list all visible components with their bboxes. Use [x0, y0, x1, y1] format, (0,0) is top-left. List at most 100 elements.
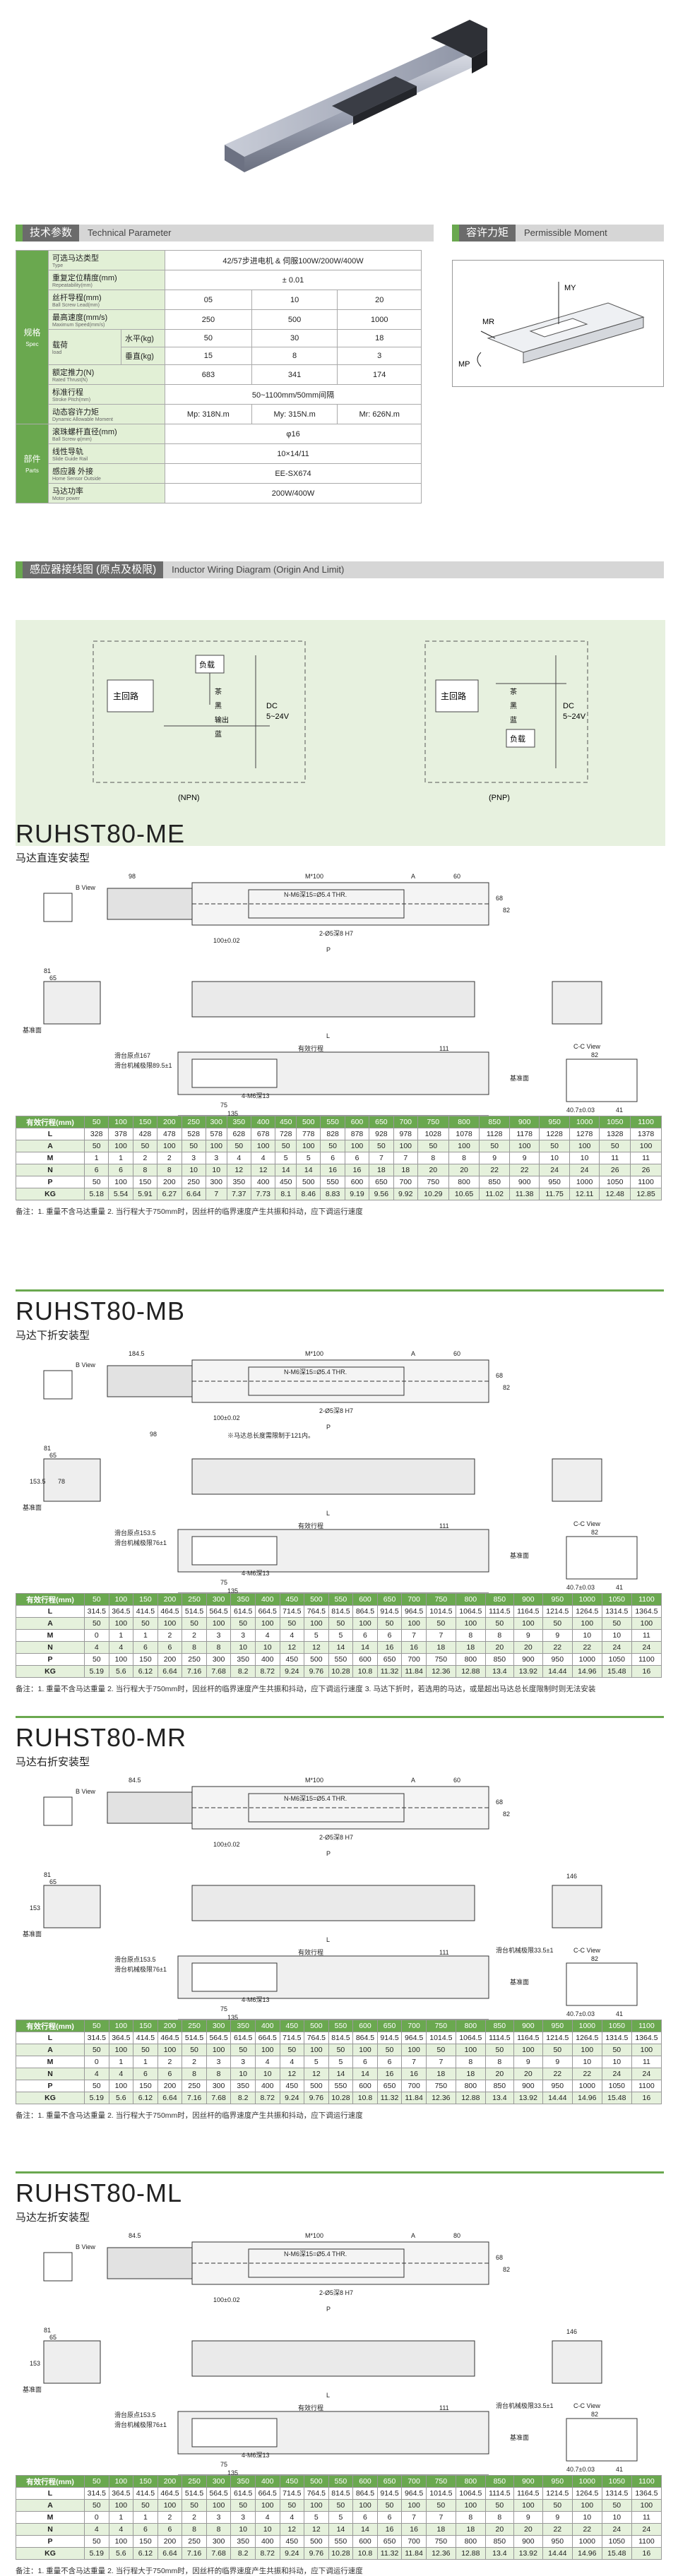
svg-text:81: 81 — [44, 1445, 51, 1452]
svg-text:65: 65 — [49, 974, 56, 982]
moment-diagram: MY MR MP — [452, 260, 664, 387]
svg-text:滑台机械极限76±1: 滑台机械极限76±1 — [114, 1539, 167, 1546]
svg-text:40.7±0.03: 40.7±0.03 — [566, 1584, 595, 1591]
svg-text:A: A — [411, 2232, 415, 2239]
svg-text:68: 68 — [496, 2254, 503, 2261]
svg-text:75: 75 — [220, 2461, 227, 2468]
svg-text:153: 153 — [30, 2360, 40, 2367]
svg-text:有效行程: 有效行程 — [298, 2404, 323, 2411]
product-hero-image — [225, 20, 487, 172]
moment-label-mr: MR — [482, 318, 494, 326]
svg-text:2-Ø5深8 H7: 2-Ø5深8 H7 — [319, 1407, 353, 1414]
svg-text:2-Ø5深8 H7: 2-Ø5深8 H7 — [319, 1834, 353, 1841]
svg-text:C-C View: C-C View — [573, 1043, 600, 1050]
svg-text:68: 68 — [496, 895, 503, 902]
svg-text:41: 41 — [616, 1107, 623, 1114]
svg-text:82: 82 — [503, 1384, 510, 1391]
svg-text:滑台原点153.5: 滑台原点153.5 — [114, 2411, 156, 2419]
svg-text:N-M6深15=Ø5.4 THR.: N-M6深15=Ø5.4 THR. — [284, 891, 347, 898]
moment-label-my: MY — [564, 284, 576, 292]
svg-text:有效行程: 有效行程 — [298, 1522, 323, 1530]
svg-text:60: 60 — [453, 873, 460, 880]
svg-text:DC: DC — [563, 702, 574, 710]
divider — [16, 2171, 664, 2174]
model-subtitle: 马达直连安装型 — [16, 852, 90, 864]
svg-text:2-Ø5深8 H7: 2-Ø5深8 H7 — [319, 2289, 353, 2296]
wiring-diagrams: 主回路 负载 茶 黑 输出 蓝 DC 5~24V (NPN) 主回路 负载 茶 … — [16, 620, 665, 846]
svg-text:184.5: 184.5 — [129, 1350, 145, 1357]
svg-text:基准面: 基准面 — [23, 1503, 42, 1511]
svg-text:B View: B View — [76, 2243, 95, 2250]
npn-diagram: 主回路 负载 茶 黑 输出 蓝 DC 5~24V (NPN) — [93, 640, 306, 802]
svg-text:蓝: 蓝 — [215, 730, 222, 739]
svg-text:40.7±0.03: 40.7±0.03 — [566, 2466, 595, 2473]
svg-text:P: P — [326, 2306, 331, 2313]
svg-text:L: L — [326, 1510, 330, 1517]
svg-text:C-C View: C-C View — [573, 1520, 600, 1527]
model-subtitle: 马达下折安装型 — [16, 1330, 90, 1342]
svg-text:82: 82 — [591, 1529, 598, 1536]
svg-text:5~24V: 5~24V — [266, 712, 290, 721]
svg-text:82: 82 — [503, 2266, 510, 2273]
svg-text:98: 98 — [129, 873, 136, 880]
pnp-label: (PNP) — [489, 794, 510, 802]
svg-text:※马达总长度需限制于121内。: ※马达总长度需限制于121内。 — [227, 1431, 314, 1439]
svg-text:基准面: 基准面 — [510, 1978, 529, 1986]
svg-text:111: 111 — [439, 1949, 449, 1956]
svg-text:主回路: 主回路 — [113, 691, 138, 701]
svg-text:135: 135 — [227, 2014, 238, 2021]
svg-text:黑: 黑 — [215, 702, 222, 710]
svg-text:4-M6深13: 4-M6深13 — [242, 1996, 270, 2003]
svg-text:茶: 茶 — [215, 687, 222, 696]
table-note: 备注：1. 重量不含马达重量 2. 当行程大于750mm时，因丝杆的临界速度产生… — [16, 1685, 596, 1693]
svg-text:负载: 负载 — [510, 734, 525, 744]
svg-text:153: 153 — [30, 1904, 40, 1912]
svg-text:L: L — [326, 2392, 330, 2399]
svg-text:135: 135 — [227, 1587, 238, 1594]
svg-text:111: 111 — [439, 2404, 449, 2411]
svg-text:146: 146 — [566, 1873, 577, 1880]
svg-text:B View: B View — [76, 1788, 95, 1795]
svg-text:65: 65 — [49, 1452, 56, 1459]
svg-text:C-C View: C-C View — [573, 1947, 600, 1954]
svg-text:82: 82 — [503, 1811, 510, 1818]
svg-text:111: 111 — [439, 1522, 449, 1530]
svg-text:主回路: 主回路 — [441, 691, 466, 701]
divider — [16, 1716, 664, 1718]
svg-text:N-M6深15=Ø5.4 THR.: N-M6深15=Ø5.4 THR. — [284, 2250, 347, 2258]
pnp-diagram: 主回路 负载 茶 黑 蓝 DC 5~24V (PNP) — [424, 640, 588, 802]
svg-text:滑台机械极限33.5±1: 滑台机械极限33.5±1 — [496, 2402, 553, 2409]
svg-text:135: 135 — [227, 1110, 238, 1117]
svg-text:81: 81 — [44, 1871, 51, 1878]
svg-text:滑台机械极限76±1: 滑台机械极限76±1 — [114, 2421, 167, 2428]
svg-text:P: P — [326, 1850, 331, 1857]
svg-text:100±0.02: 100±0.02 — [213, 1841, 239, 1848]
svg-text:DC: DC — [266, 702, 278, 710]
svg-text:65: 65 — [49, 2334, 56, 2341]
svg-text:滑台机械极限33.5±1: 滑台机械极限33.5±1 — [496, 1946, 553, 1954]
dimension-drawing: 98 M*100 A 60 N-M6深15=Ø5.4 THR. 2-Ø5深8 H… — [23, 873, 638, 1117]
table-note: 备注：1. 重量不含马达重量 2. 当行程大于750mm时，因丝杆的临界速度产生… — [16, 2111, 363, 2120]
svg-text:82: 82 — [591, 1051, 598, 1059]
section-header-wiring: 感应器接线图 (原点及极限) Inductor Wiring Diagram (… — [16, 561, 664, 578]
